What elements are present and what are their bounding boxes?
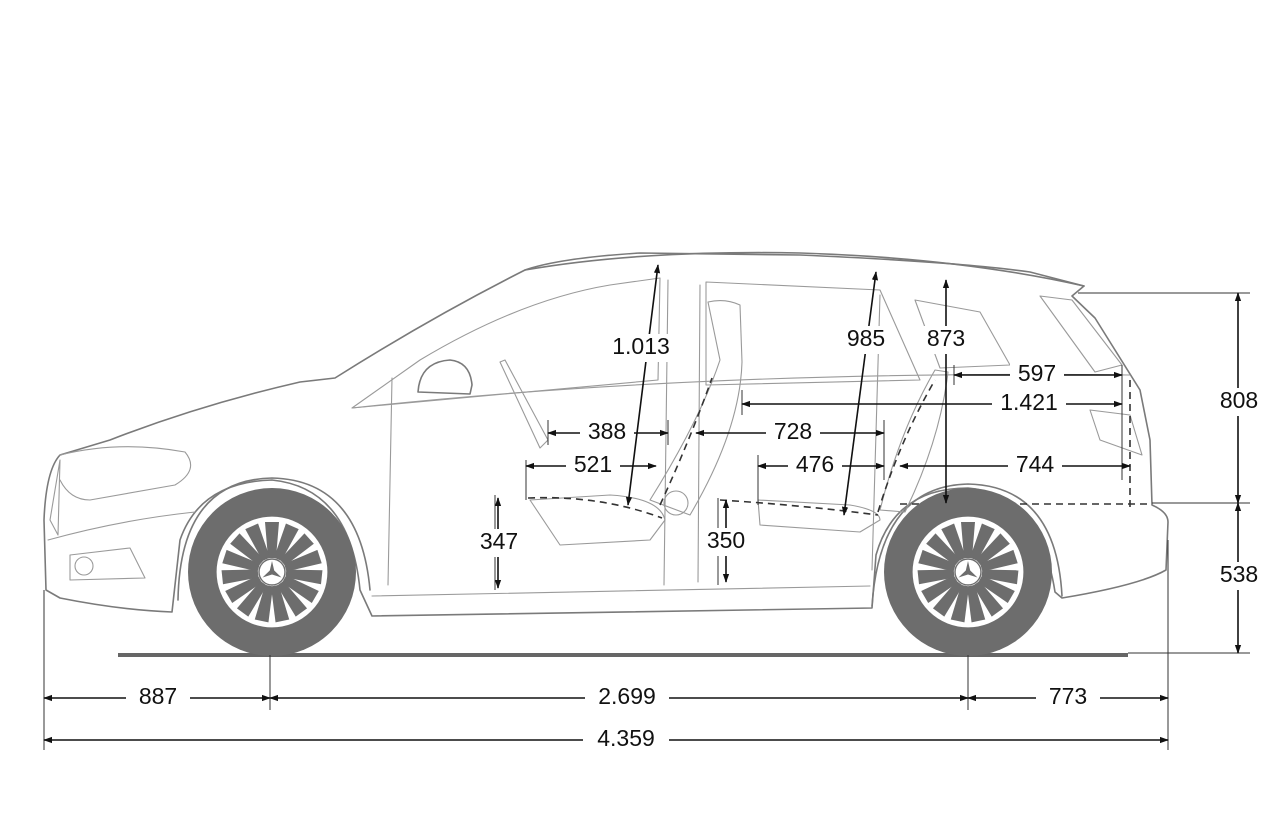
- cargo-length-top-label: 597: [1018, 360, 1056, 386]
- beltline-to-ground-label: 538: [1220, 561, 1258, 587]
- rear-overhang-label: 773: [1049, 683, 1087, 709]
- rear-seat-depth-label: 476: [796, 451, 834, 477]
- cargo-height-label: 873: [927, 325, 965, 351]
- front-wheel: [187, 487, 357, 657]
- front-overhang-label: 887: [139, 683, 177, 709]
- front-seat-depth-label: 521: [574, 451, 612, 477]
- load-length-top-label: 1.421: [1000, 389, 1058, 415]
- rear-headroom-label: 985: [847, 325, 885, 351]
- front-legroom-label: 388: [588, 418, 626, 444]
- front-headroom-label: 1.013: [612, 333, 670, 359]
- overall-length-label: 4.359: [597, 725, 655, 751]
- rear-seat-height-label: 350: [707, 527, 745, 553]
- wheelbase-label: 2.699: [598, 683, 656, 709]
- dimension-labels: 887 2.699 773 4.359 808 538 1.013 985 87…: [126, 325, 1264, 754]
- cargo-floor-length-label: 744: [1016, 451, 1055, 477]
- roof-to-beltline-label: 808: [1220, 387, 1258, 413]
- rear-legroom-label: 728: [774, 418, 812, 444]
- front-seat-height-label: 347: [480, 528, 518, 554]
- rear-wheel: [883, 487, 1053, 657]
